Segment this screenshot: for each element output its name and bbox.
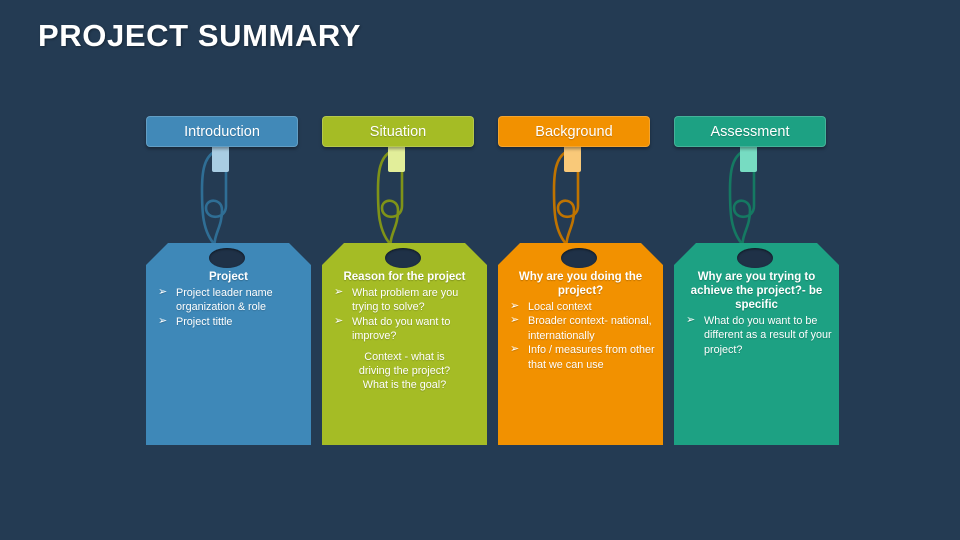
header-strip-situation [388, 147, 405, 172]
header-tab-assessment[interactable]: Assessment [674, 116, 826, 147]
bullet-text: Project tittle [176, 315, 233, 328]
header-tab-label: Introduction [184, 123, 260, 140]
plain-text-line: Context - what is [364, 350, 445, 363]
tag-hole-situation [385, 248, 421, 268]
bullet-text: What problem are you trying to solve? [352, 287, 459, 314]
tag-card-background[interactable] [498, 243, 663, 445]
bullet-arrow-icon: ➢ [686, 314, 696, 326]
bullet-arrow-icon: ➢ [510, 314, 520, 327]
header-strip-introduction [212, 147, 229, 172]
bullet-text: Project leader name organization & role [176, 287, 273, 314]
header-tab-label: Background [535, 123, 613, 140]
bullet-item: ➢ Broader context- national, internationa… [498, 314, 663, 343]
header-tab-label: Assessment [710, 123, 790, 140]
bullet-list: ➢ What do you want to be different as a r… [674, 314, 839, 357]
tag-heading: Why are you doing the project? [518, 271, 643, 297]
tag-string-assessment [728, 146, 756, 252]
tag-content-situation: Reason for the project ➢ What problem are … [322, 270, 487, 393]
tag-card-assessment[interactable] [674, 243, 839, 445]
bullet-text: Broader context- national, international… [528, 315, 652, 342]
header-tab-background[interactable]: Background [498, 116, 650, 147]
tag-hole-introduction [209, 248, 245, 268]
header-tab-situation[interactable]: Situation [322, 116, 474, 147]
tag-heading: Reason for the project [343, 271, 466, 283]
bullet-list: ➢ Project leader name organization & role… [146, 286, 311, 329]
bullet-list: ➢ What problem are you trying to solve? ➢ W… [322, 286, 487, 344]
bullet-item: ➢ Project leader name organization & role [146, 286, 311, 315]
tag-hole-assessment [737, 248, 773, 268]
bullet-arrow-icon: ➢ [158, 286, 168, 298]
header-tab-introduction[interactable]: Introduction [146, 116, 298, 147]
plain-text-line: What is the goal? [362, 379, 447, 392]
tag-card-introduction[interactable] [146, 243, 311, 445]
bullet-text: What do you want to improve? [352, 315, 451, 343]
plain-text-block: Context - what is driving the project?Wha… [322, 350, 487, 393]
bullet-arrow-icon: ➢ [334, 314, 344, 327]
tag-string-introduction [200, 146, 228, 252]
tag-heading: Project [209, 271, 248, 283]
tag-hole-background [561, 248, 597, 268]
header-tab-label: Situation [369, 123, 427, 140]
bullet-item: ➢ What do you want to improve? [322, 315, 487, 344]
tag-string-situation [376, 146, 404, 252]
bullet-text: What do you want to be different as a re… [704, 315, 832, 356]
tag-content-assessment: Why are you trying to achieve the projec… [674, 270, 839, 357]
bullet-arrow-icon: ➢ [510, 300, 520, 312]
header-strip-background [564, 147, 581, 172]
bullet-text: Info / measures from other that we can u… [528, 344, 655, 371]
tag-content-background: Why are you doing the project? ➢ Local con… [498, 270, 663, 372]
tag-string-background [552, 146, 580, 252]
bullet-arrow-icon: ➢ [510, 343, 520, 356]
page-title: PROJECT SUMMARY [38, 18, 362, 53]
bullet-text: Local context [528, 301, 592, 313]
plain-text-line: driving the project? [358, 365, 451, 378]
bullet-item: ➢ Project tittle [146, 315, 311, 329]
bullet-item: ➢ Local context [498, 300, 663, 314]
bullet-arrow-icon: ➢ [334, 286, 344, 298]
bullet-item: ➢ What do you want to be different as a r… [674, 314, 839, 357]
tag-heading: Why are you trying to achieve the projec… [690, 271, 823, 311]
tag-content-introduction: Project ➢ Project leader name organization… [146, 270, 311, 329]
bullet-list: ➢ Local context ➢ Broader context- national… [498, 300, 663, 372]
bullet-item: ➢ What problem are you trying to solve? [322, 286, 487, 315]
tag-card-situation[interactable] [322, 243, 487, 445]
bullet-item: ➢ Info / measures from other that we can … [498, 343, 663, 372]
header-strip-assessment [740, 147, 757, 172]
bullet-arrow-icon: ➢ [158, 314, 168, 327]
